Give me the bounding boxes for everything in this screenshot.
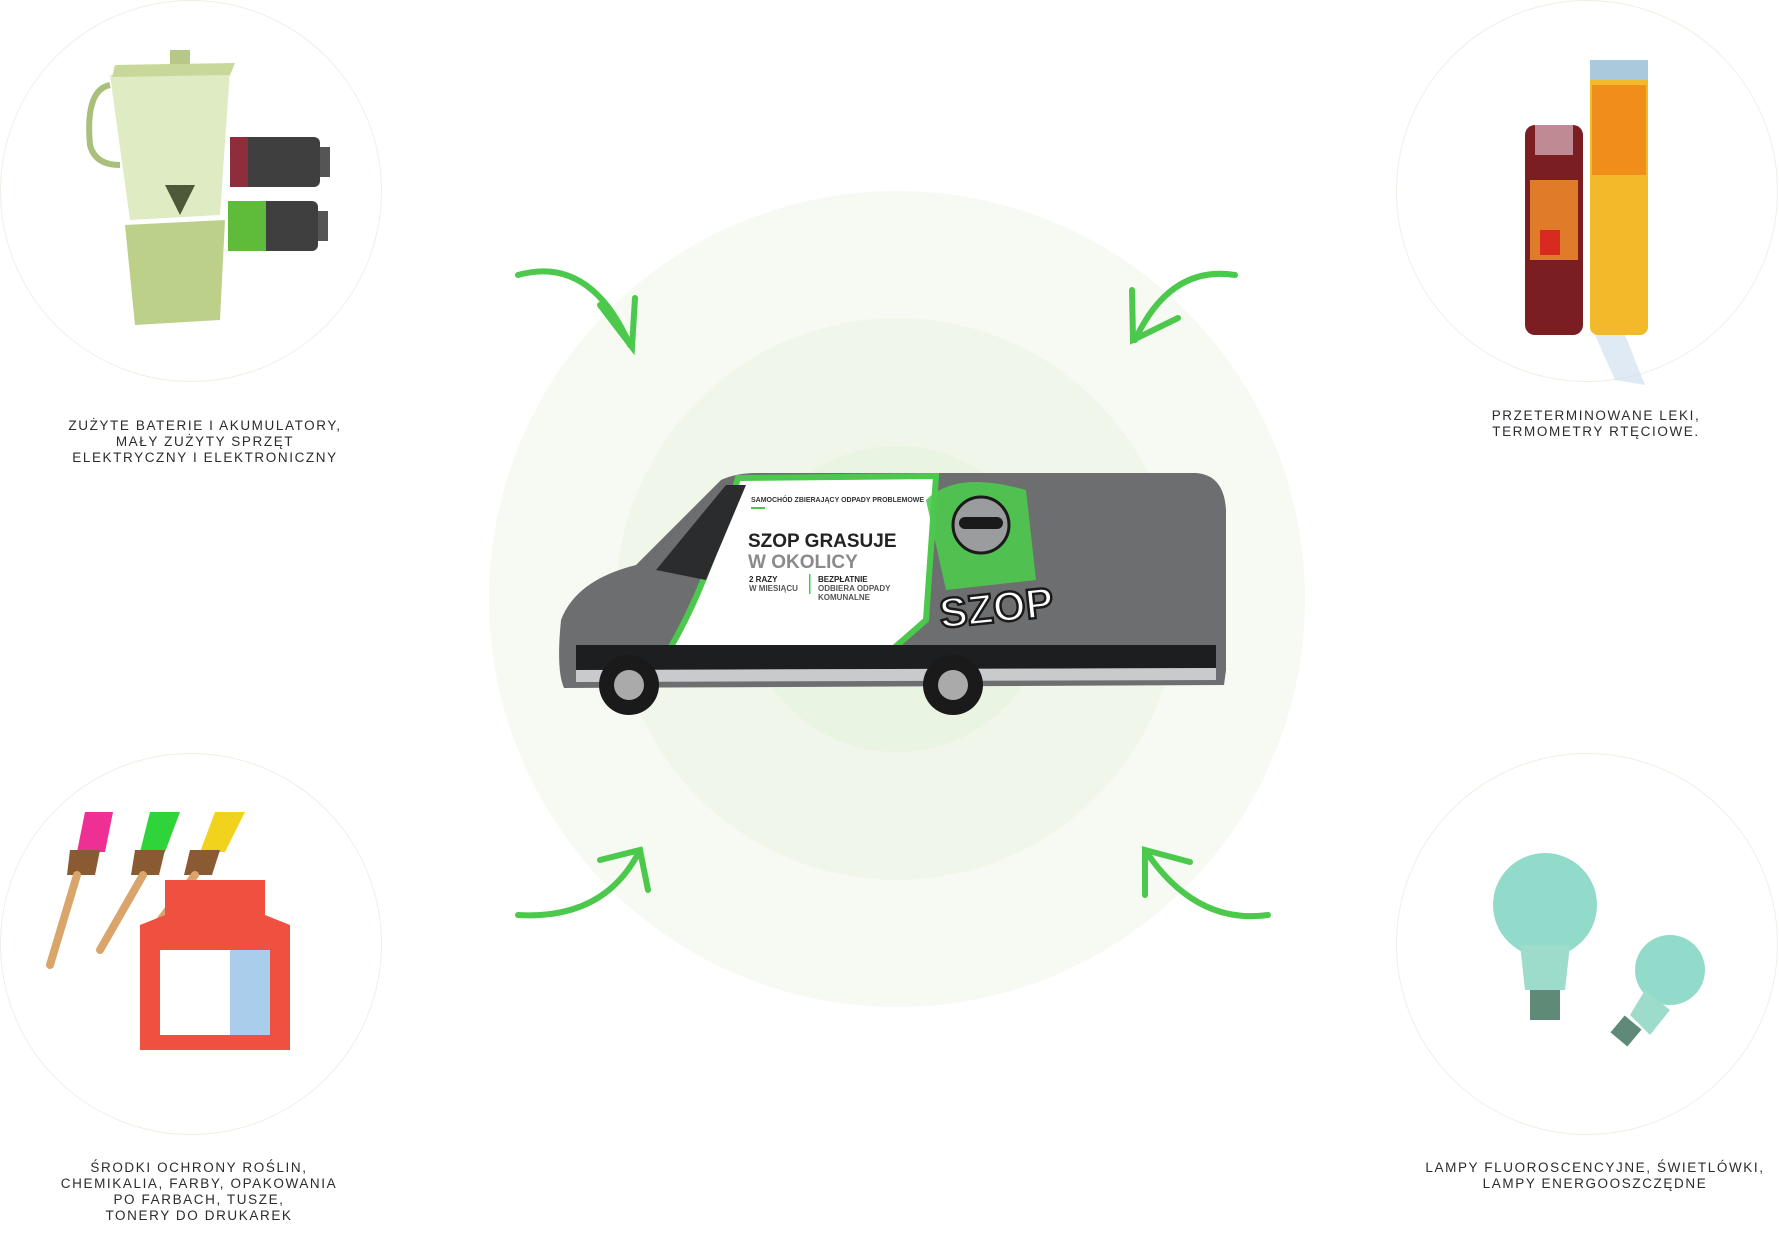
arrow-top-right-icon xyxy=(1129,270,1238,345)
medicines-circle xyxy=(1396,0,1778,382)
label-line: LAMPY FLUOROSCENCYJNE, ŚWIETLÓWKI, xyxy=(1425,1160,1765,1175)
label-line: PO FARBACH, TUSZE, xyxy=(113,1192,285,1207)
blender-batteries-icon xyxy=(86,50,330,325)
batteries-label: ZUŻYTE BATERIE I AKUMULATORY, MAŁY ZUŻYT… xyxy=(25,418,385,466)
van-free-2: ODBIERA ODPADY xyxy=(818,584,891,593)
label-line: TONERY DO DRUKAREK xyxy=(105,1208,293,1223)
arrow-bottom-left-icon xyxy=(515,846,651,919)
van-tagline: SAMOCHÓD ZBIERAJĄCY ODPADY PROBLEMOWE xyxy=(751,495,924,504)
medicine-bottles-icon xyxy=(1525,60,1648,385)
label-line: ZUŻYTE BATERIE I AKUMULATORY, xyxy=(68,418,342,433)
chemicals-circle xyxy=(0,753,382,1135)
lamps-label: LAMPY FLUOROSCENCYJNE, ŚWIETLÓWKI, LAMPY… xyxy=(1395,1160,1779,1192)
label-line: ELEKTRYCZNY I ELEKTRONICZNY xyxy=(72,450,338,465)
label-line: MAŁY ZUŻYTY SPRZĘT xyxy=(115,434,295,449)
lamps-circle xyxy=(1396,753,1778,1135)
arrow-bottom-right-icon xyxy=(1142,846,1271,920)
light-bulbs-icon xyxy=(1493,853,1705,1047)
medicines-label: PRZETERMINOWANE LEKI, TERMOMETRY RTĘCIOW… xyxy=(1416,408,1776,440)
label-line: CHEMIKALIA, FARBY, OPAKOWANIA xyxy=(60,1176,338,1191)
arrow-top-left-icon xyxy=(515,268,638,356)
chemicals-label: ŚRODKI OCHRONY ROŚLIN, CHEMIKALIA, FARBY… xyxy=(19,1160,379,1224)
van-freq-2: W MIESIĄCU xyxy=(749,584,798,593)
label-line: LAMPY ENERGOOSZCZĘDNE xyxy=(1482,1176,1708,1191)
van-headline-2: W OKOLICY xyxy=(748,552,858,573)
szop-van: SAMOCHÓD ZBIERAJĄCY ODPADY PROBLEMOWE SZ… xyxy=(559,472,1226,715)
label-line: ŚRODKI OCHRONY ROŚLIN, xyxy=(90,1160,308,1175)
van-free-3: KOMUNALNE xyxy=(818,593,871,602)
van-headline-1: SZOP GRASUJE xyxy=(748,531,897,552)
van-freq-1: 2 RAZY xyxy=(749,575,778,584)
label-line: TERMOMETRY RTĘCIOWE. xyxy=(1492,424,1700,439)
paint-brushes-icon xyxy=(46,812,290,1050)
label-line: PRZETERMINOWANE LEKI, xyxy=(1491,408,1701,423)
batteries-circle xyxy=(0,0,382,382)
van-free-1: BEZPŁATNIE xyxy=(818,575,868,584)
